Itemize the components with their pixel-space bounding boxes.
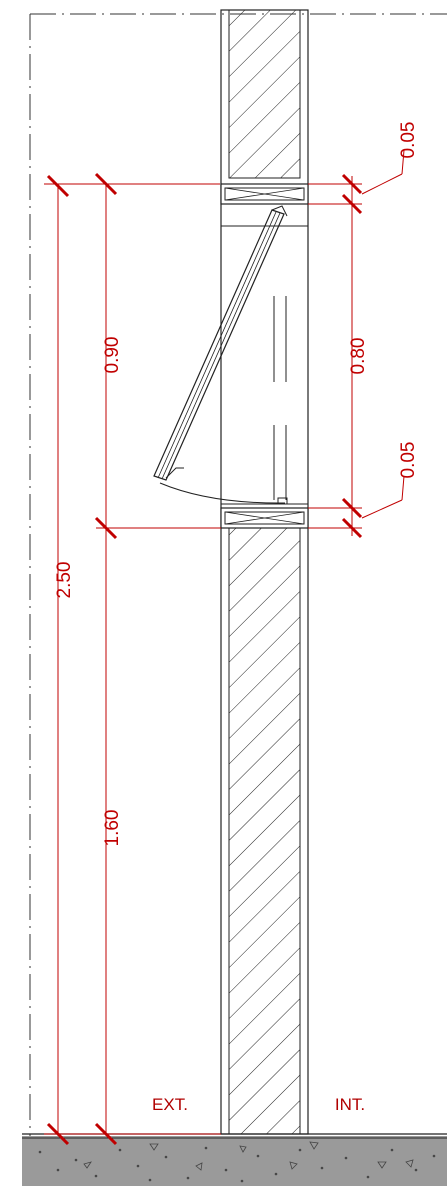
dim-window-label: 0.90	[102, 337, 123, 374]
dim-total-height	[44, 174, 221, 1146]
dim-total-label: 2.50	[54, 562, 75, 599]
window-frame-top	[220, 183, 309, 205]
dim-sill-label: 1.60	[102, 810, 123, 847]
interior-label: INT.	[335, 1095, 365, 1114]
exterior-label: EXT.	[152, 1095, 188, 1114]
window-frame-bottom	[220, 507, 309, 529]
dim-glass-label: 0.80	[348, 338, 369, 375]
open-sash	[153, 205, 288, 504]
dim-bottom-frame-label: 0.05	[398, 442, 419, 479]
ground-slab	[22, 1133, 447, 1186]
window-opening	[221, 203, 308, 505]
dim-top-frame-label: 0.05	[398, 122, 419, 159]
dim-right-chain	[308, 149, 405, 539]
wall-section	[220, 9, 309, 1135]
dim-window-sill	[94, 172, 221, 1146]
